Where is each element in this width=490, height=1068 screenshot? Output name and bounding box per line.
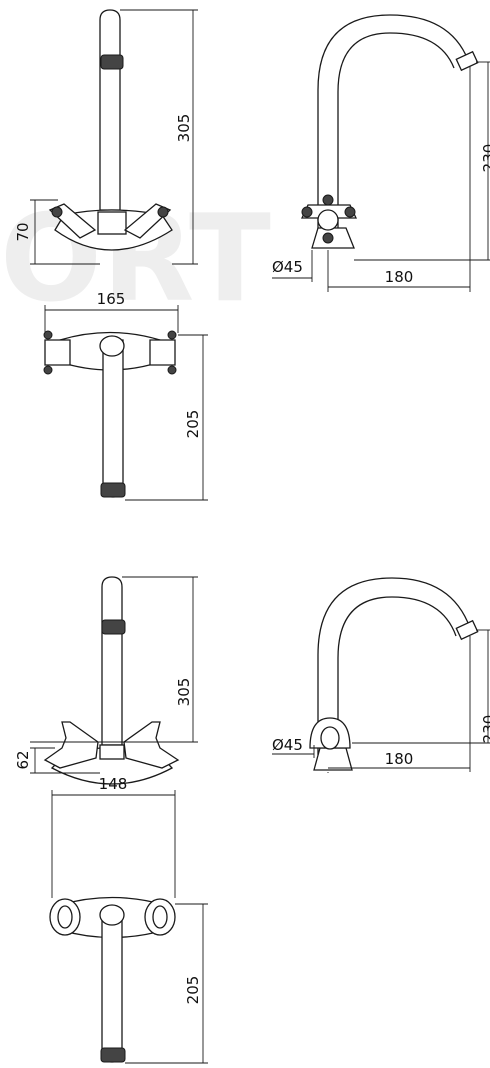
- set1-side-label-d45: Ø45: [272, 258, 303, 276]
- set2-side-spout-outer: [317, 577, 471, 755]
- set1-front-left-knob: [51, 206, 63, 218]
- set1-top-spout: [102, 339, 124, 498]
- set2-side-base: [313, 747, 353, 771]
- set1-top-aerator: [100, 482, 126, 498]
- set2-front-collar: [99, 744, 125, 760]
- set2-top-aerator: [100, 1047, 126, 1063]
- set2-front-view: 305 62: [14, 576, 198, 785]
- set2-side-aerator: [455, 619, 479, 641]
- set1-top-left-cross: [44, 339, 71, 366]
- set1-side-view: 230 Ø45 180: [272, 14, 490, 292]
- set1-side-spout-outer: [317, 14, 469, 230]
- set1-front-spout-aerator: [100, 54, 124, 70]
- set1-top-left-knob-a: [43, 330, 53, 340]
- set2-side-view: 230 Ø45 180: [272, 577, 490, 773]
- set2-side-label-180: 180: [385, 750, 414, 768]
- set2-top-view: 148 205: [49, 775, 208, 1064]
- set2-front-label-305: 305: [175, 678, 193, 707]
- set2-top-right-lever-face: [152, 905, 168, 929]
- set2-top-left-lever-face: [57, 905, 73, 929]
- set1-side-label-230: 230: [480, 144, 490, 173]
- set2-front-right-lever: [123, 721, 180, 769]
- set2-top-label-148: 148: [99, 775, 128, 793]
- set1-top-right-knob-a: [167, 330, 177, 340]
- set1-side-knob-top: [322, 194, 334, 206]
- set1-top-left-knob-b: [43, 365, 53, 375]
- set1-side-handle-hub: [317, 209, 339, 231]
- set1-front-label-70: 70: [14, 222, 32, 241]
- set1-front-view: 305 70: [14, 9, 198, 265]
- set1-side-spout-inner: [337, 32, 455, 230]
- set2-side-label-d45: Ø45: [272, 736, 303, 754]
- set1-side-label-180: 180: [385, 268, 414, 286]
- set1-side-aerator: [455, 50, 479, 72]
- set1-side-knob-bottom: [322, 232, 334, 244]
- set1-top-view: 165 205: [43, 290, 208, 501]
- set2-top-label-205: 205: [184, 976, 202, 1005]
- set1-top-label-205: 205: [184, 410, 202, 439]
- set1-top-right-knob-b: [167, 365, 177, 375]
- set1-top-spout-base: [99, 335, 125, 357]
- set1-top-right-cross: [149, 339, 176, 366]
- set1-front-right-knob: [157, 206, 169, 218]
- set1-front-label-305: 305: [175, 114, 193, 143]
- set2-front-spout: [101, 576, 123, 746]
- set2-front-label-62: 62: [14, 750, 32, 769]
- set1-side-knob-left: [301, 206, 313, 218]
- set2-front-left-lever: [43, 721, 99, 769]
- set2-front-spout-aerator: [101, 619, 126, 635]
- set1-top-label-165: 165: [97, 290, 126, 308]
- set2-top-spout: [101, 909, 123, 1063]
- set1-side-knob-right: [344, 206, 356, 218]
- set2-top-spout-base: [99, 904, 125, 926]
- set2-side-label-230: 230: [480, 715, 490, 744]
- set1-front-body-collar: [97, 211, 127, 235]
- set2-side-lever-face: [320, 726, 340, 750]
- set1-front-spout: [99, 9, 121, 211]
- set2-side-spout-inner: [337, 596, 457, 755]
